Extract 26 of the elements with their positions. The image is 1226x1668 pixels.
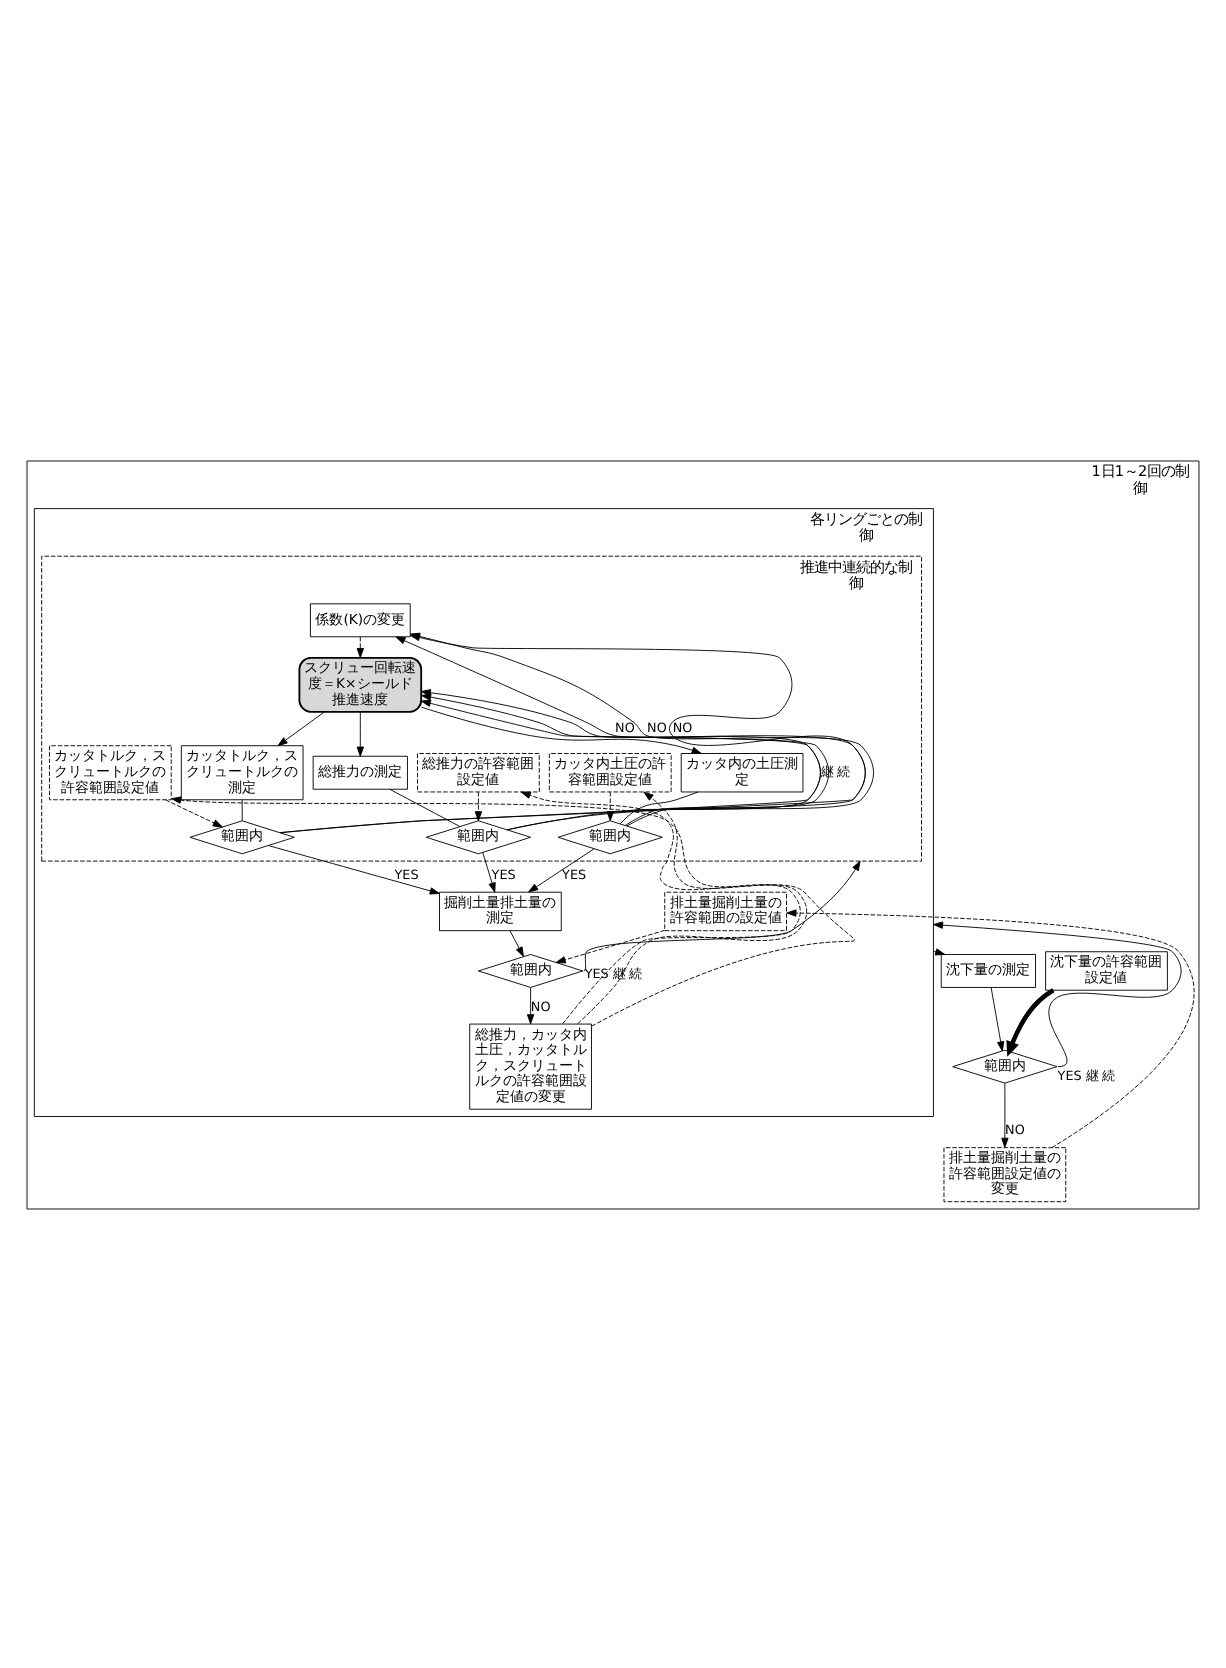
arrow	[933, 920, 1182, 1067]
arrow	[933, 947, 946, 955]
arrow	[356, 635, 364, 658]
arrow	[1001, 1081, 1009, 1147]
arrow	[165, 798, 223, 827]
arrow	[509, 929, 524, 956]
arrow	[474, 790, 483, 821]
connector	[241, 798, 243, 821]
connector	[619, 790, 699, 824]
arrow	[520, 790, 801, 1024]
arrow	[528, 847, 595, 892]
arrow	[577, 790, 808, 1024]
arrow	[267, 844, 440, 894]
arrow	[420, 705, 702, 753]
arrow	[277, 710, 325, 746]
arrow	[356, 710, 364, 756]
arrow	[786, 908, 1195, 1147]
arrow	[526, 986, 535, 1024]
arrow	[279, 688, 821, 833]
arrow	[583, 859, 861, 971]
arrow	[1006, 987, 1055, 1056]
connector	[389, 787, 461, 827]
arrow	[990, 986, 1005, 1051]
arrow	[482, 851, 496, 892]
arrow	[555, 928, 666, 963]
arrow	[171, 795, 855, 1026]
